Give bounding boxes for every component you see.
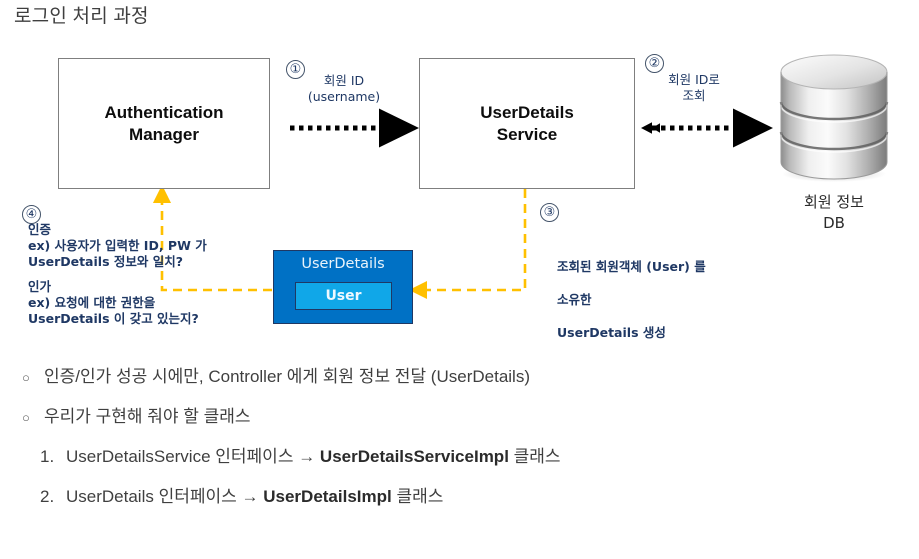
step-4-auth-heading: 인증 bbox=[28, 222, 52, 237]
userdetails-object-card[interactable]: UserDetails User bbox=[273, 250, 413, 324]
step-1-caption: 회원 ID (username) bbox=[307, 73, 381, 104]
bullet-marker-icon: ○ bbox=[22, 410, 30, 425]
connector-step2-dotted-arrow bbox=[641, 108, 773, 148]
database-cylinder-icon bbox=[779, 54, 889, 182]
numbered-item-post: 클래스 bbox=[508, 447, 561, 466]
box-authentication-manager[interactable]: Authentication Manager bbox=[58, 58, 270, 189]
list-item-text: 인증/인가 성공 시에만, Controller 에게 회원 정보 전달 (Us… bbox=[44, 367, 530, 386]
step-4-auth-body: ex) 사용자가 입력한 ID, PW 가 UserDetails 정보와 일치… bbox=[28, 238, 207, 269]
userdetails-card-title: UserDetails bbox=[301, 256, 385, 272]
list-item-text: 우리가 구현해 줘야 할 클래스 bbox=[44, 407, 251, 426]
step-number-4: ④ bbox=[22, 205, 41, 224]
user-object-chip[interactable]: User bbox=[295, 282, 392, 310]
list-item: ○ 인증/인가 성공 시에만, Controller 에게 회원 정보 전달 (… bbox=[0, 366, 919, 388]
step-4-authz-body: ex) 요청에 대한 권한을 UserDetails 이 갖고 있는지? bbox=[28, 295, 199, 326]
step-number-3: ③ bbox=[540, 203, 559, 222]
numbered-marker: 2. bbox=[40, 487, 55, 506]
connector-step4-orange-dashed bbox=[152, 184, 272, 292]
numbered-item-bold: UserDetailsImpl bbox=[263, 487, 392, 506]
database-caption: 회원 정보 DB bbox=[804, 193, 864, 232]
step-number-2: ② bbox=[645, 54, 664, 73]
numbered-marker: 1. bbox=[40, 447, 55, 466]
step-2-caption: 회원 ID로 조회 bbox=[668, 72, 720, 103]
step-3-note-line1: 조회된 회원객체 (User) 를 bbox=[557, 243, 807, 276]
numbered-item-bold: UserDetailsServiceImpl bbox=[319, 447, 509, 466]
list-item: ○ 우리가 구현해 줘야 할 클래스 bbox=[0, 406, 919, 428]
page-title: 로그인 처리 과정 bbox=[14, 6, 149, 27]
step-3-note-line1-bold: User bbox=[651, 259, 685, 274]
numbered-item-pre: UserDetails 인터페이스 → bbox=[66, 487, 264, 506]
connector-step3-orange-dashed bbox=[408, 189, 527, 300]
numbered-item-pre: UserDetailsService 인터페이스 → bbox=[66, 447, 320, 466]
step-3-note-line1-pre: 조회된 회원객체 ( bbox=[557, 259, 652, 274]
numbered-list-item: 2. UserDetails 인터페이스 → UserDetailsImpl 클… bbox=[0, 486, 919, 508]
step-3-note-line1-post: ) 를 bbox=[684, 259, 706, 274]
numbered-item-post: 클래스 bbox=[391, 487, 444, 506]
step-number-1: ① bbox=[286, 60, 305, 79]
bullet-marker-icon: ○ bbox=[22, 370, 30, 385]
step-3-note-line3: UserDetails 생성 bbox=[557, 325, 666, 340]
diagram-connectors bbox=[152, 108, 773, 300]
numbered-list-item: 1. UserDetailsService 인터페이스 → UserDetail… bbox=[0, 446, 919, 468]
step-4-note: 인증 ex) 사용자가 입력한 ID, PW 가 UserDetails 정보와… bbox=[28, 222, 268, 326]
box-authentication-manager-label: Authentication Manager bbox=[104, 102, 224, 144]
user-object-chip-label: User bbox=[325, 288, 362, 304]
box-userdetails-service[interactable]: UserDetails Service bbox=[419, 58, 635, 189]
step-3-note: 조회된 회원객체 (User) 를 소유한 UserDetails 생성 bbox=[557, 226, 807, 358]
step-4-authz-heading: 인가 bbox=[28, 279, 52, 294]
bullet-list: ○ 인증/인가 성공 시에만, Controller 에게 회원 정보 전달 (… bbox=[0, 366, 919, 526]
step-3-note-line2: 소유한 bbox=[557, 292, 592, 307]
box-userdetails-service-label: UserDetails Service bbox=[480, 102, 574, 144]
login-process-diagram: Authentication Manager UserDetails Servi… bbox=[22, 54, 889, 358]
